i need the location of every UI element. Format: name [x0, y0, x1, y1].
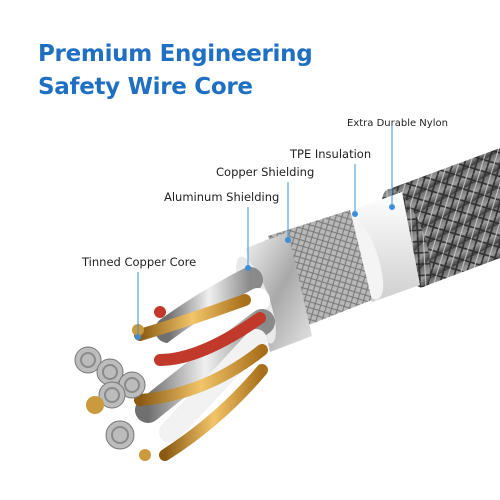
inner-wire-bundle — [134, 267, 275, 461]
callout-copper-shielding: Copper Shielding — [216, 165, 315, 179]
headline-line-1: Premium Engineering — [38, 41, 313, 67]
callout-nylon: Extra Durable Nylon — [347, 118, 448, 129]
callout-tpe: TPE Insulation — [290, 147, 372, 161]
callout-tinned-core: Tinned Copper Core — [82, 255, 197, 269]
callout-aluminum-shielding: Aluminum Shielding — [164, 190, 280, 204]
leader-lines — [135, 126, 395, 340]
wire-strand-ends — [74, 306, 166, 461]
headline-line-2: Safety Wire Core — [38, 74, 253, 100]
headline: Premium Engineering Safety Wire Core — [38, 38, 313, 104]
